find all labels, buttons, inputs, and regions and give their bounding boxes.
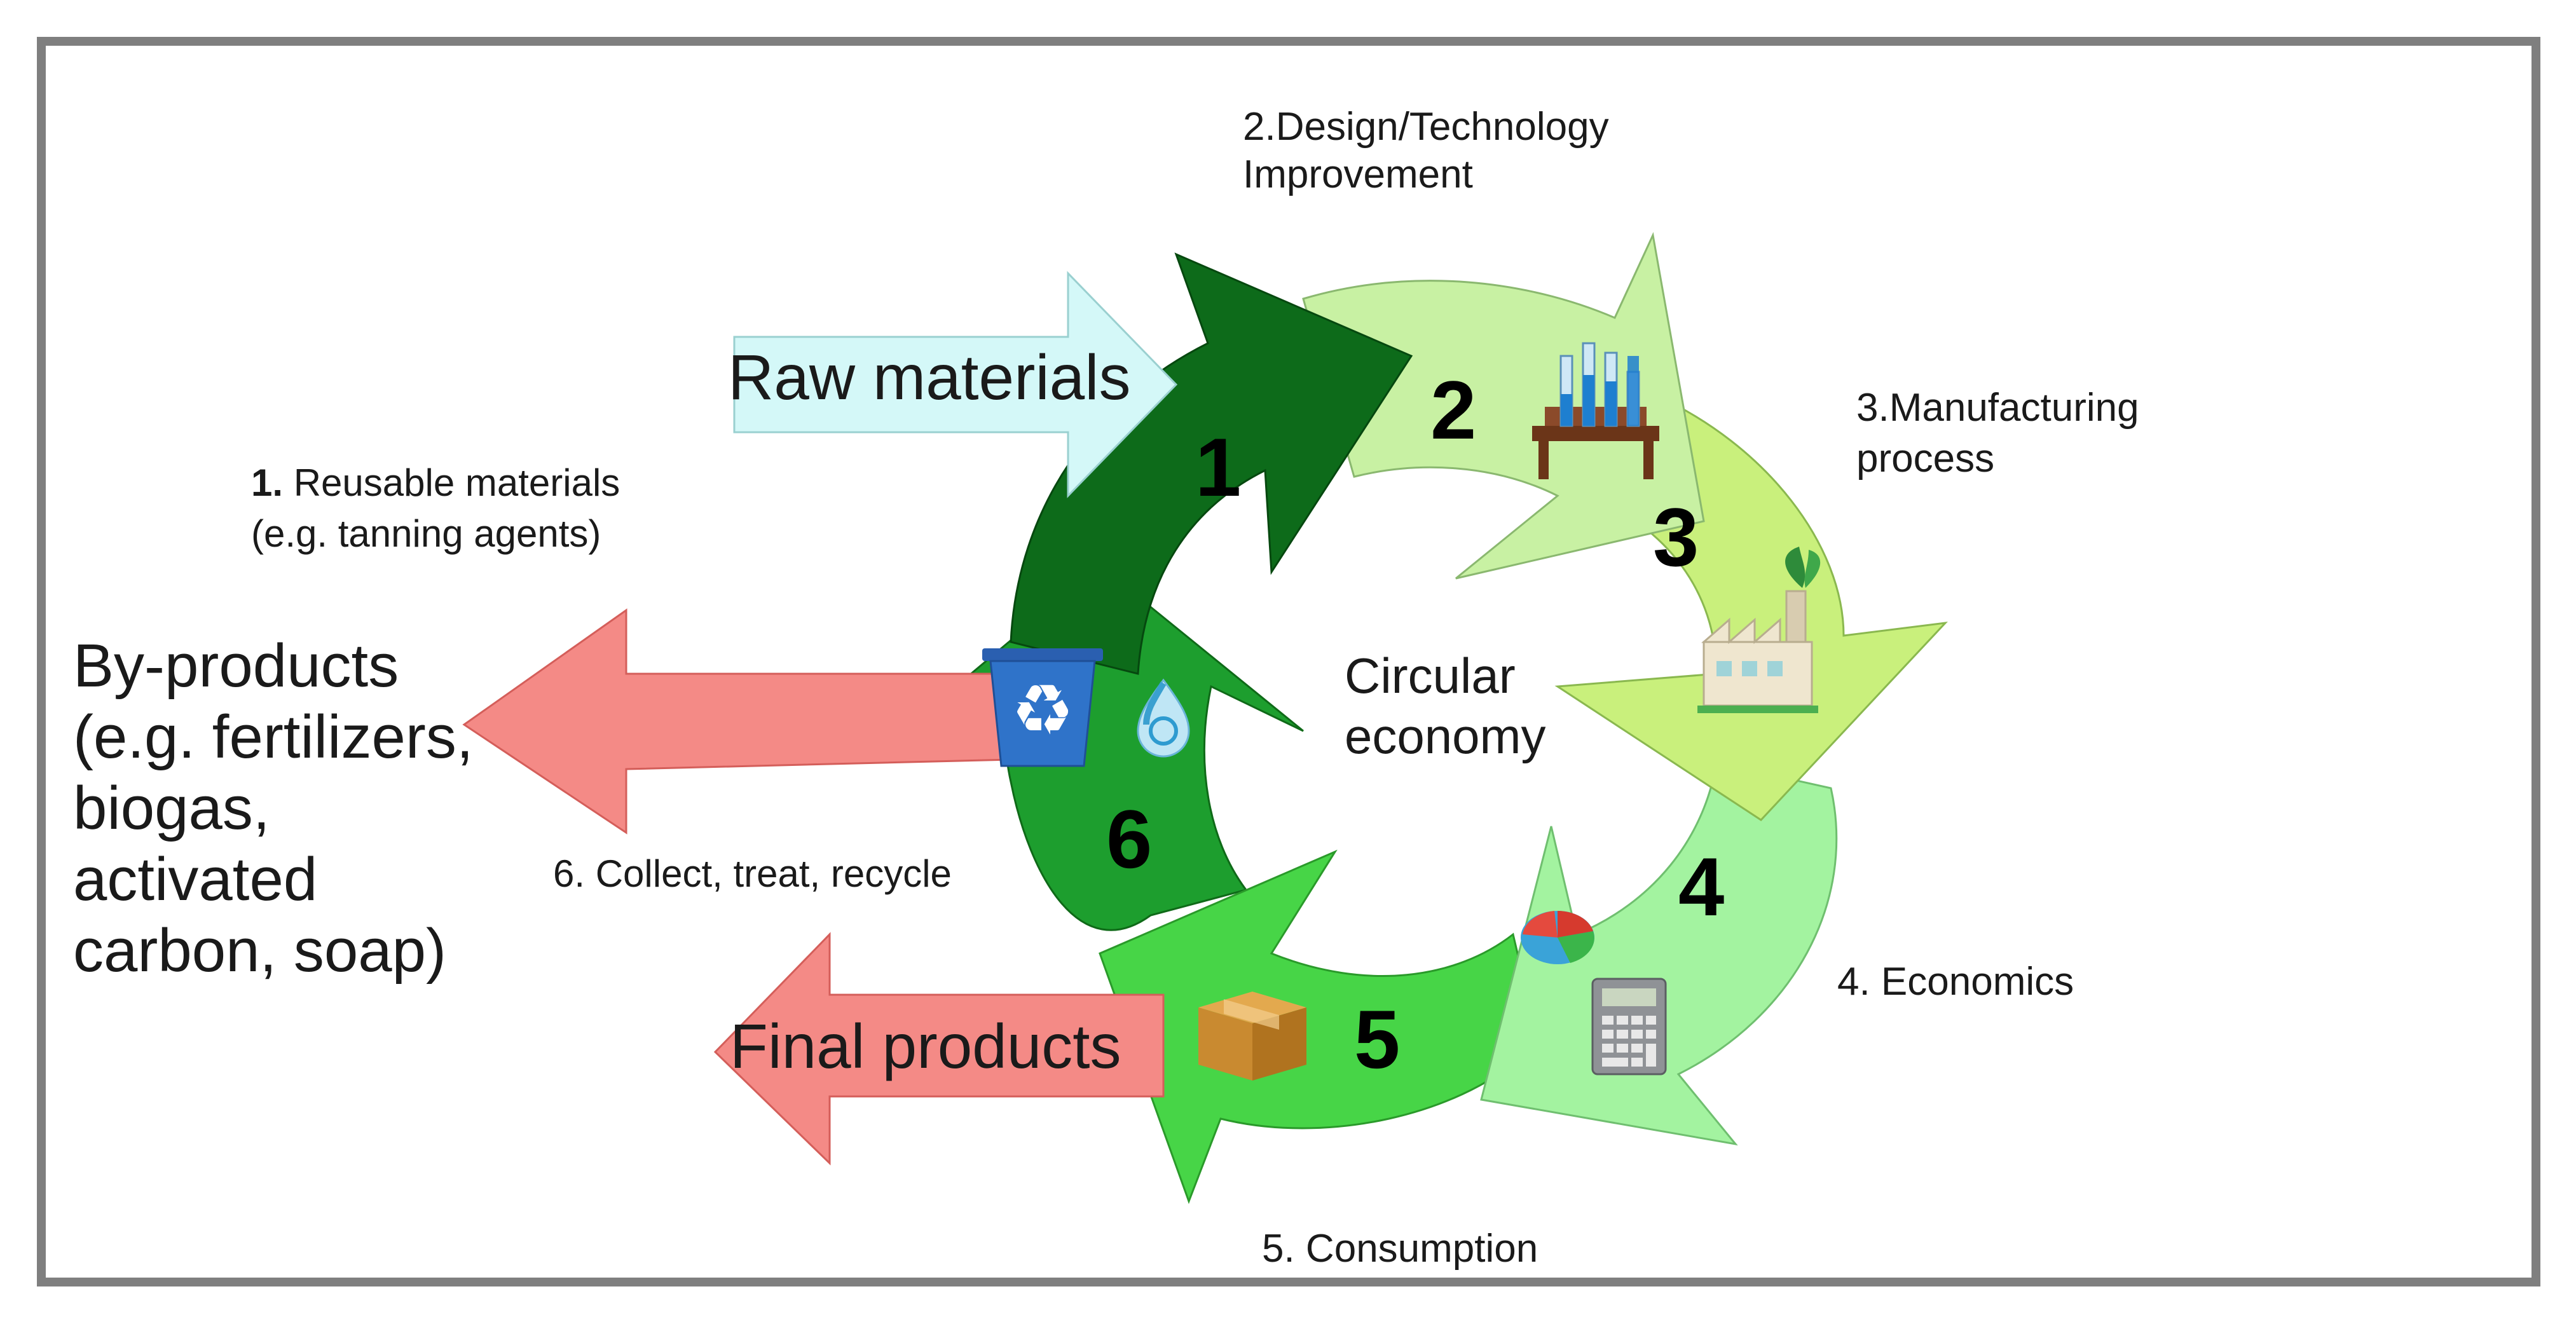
stage-number-1: 1: [1195, 421, 1241, 514]
stage-3-caption-line1: 3.Manufacturing: [1856, 386, 2139, 430]
water-drop-icon: [1137, 678, 1190, 758]
stage-2-caption-line1: 2.Design/Technology: [1243, 105, 1609, 149]
stage-1-caption-line1: 1. Reusable materials: [251, 461, 620, 504]
center-label-line2: economy: [1345, 708, 1546, 764]
test-tubes-icon: [1532, 342, 1659, 479]
final-products-label: Final products: [730, 1011, 1121, 1081]
stage-number-4: 4: [1678, 840, 1724, 933]
stage-1-caption-text: Reusable materials: [294, 461, 620, 504]
stage-1-caption-line2: (e.g. tanning agents): [251, 512, 601, 555]
by-products-line5: carbon, soap): [73, 917, 446, 985]
by-products-line3: biogas,: [73, 774, 270, 842]
by-products-line1: By-products: [73, 632, 399, 700]
by-products-line2: (e.g. fertilizers,: [73, 703, 473, 771]
stage-4-caption: 4. Economics: [1837, 960, 2074, 1004]
svg-text:♻: ♻: [1011, 669, 1074, 751]
cycle-arrow-5: [1099, 849, 1540, 1204]
pie-chart-icon: [1521, 911, 1594, 964]
stage-3-caption-line2: process: [1856, 437, 1994, 481]
center-label-line1: Circular: [1345, 648, 1516, 704]
cycle-arrow-4: [1480, 761, 1838, 1146]
calculator-icon: [1591, 978, 1667, 1075]
by-products-line4: activated: [73, 845, 317, 913]
stage-number-6: 6: [1106, 793, 1152, 885]
raw-materials-label: Raw materials: [728, 342, 1131, 413]
stage-number-2: 2: [1430, 364, 1476, 456]
stage-6-caption: 6. Collect, treat, recycle: [553, 852, 952, 895]
cycle-arrow-2: [1302, 232, 1705, 580]
package-box-icon: [1198, 992, 1306, 1081]
factory-icon: [1697, 547, 1821, 713]
stage-1-caption-prefix: 1.: [251, 461, 283, 504]
by-products-arrow: [462, 608, 1012, 835]
stage-number-3: 3: [1653, 491, 1699, 583]
recycle-bin-icon: ♻: [982, 648, 1103, 767]
stage-number-5: 5: [1354, 993, 1400, 1086]
cycle-arrow-1: [1010, 252, 1413, 675]
stage-5-caption: 5. Consumption: [1262, 1227, 1538, 1271]
stage-2-caption-line2: Improvement: [1243, 153, 1473, 196]
raw-materials-arrow: [733, 271, 1178, 498]
final-products-arrow: [713, 932, 1165, 1166]
